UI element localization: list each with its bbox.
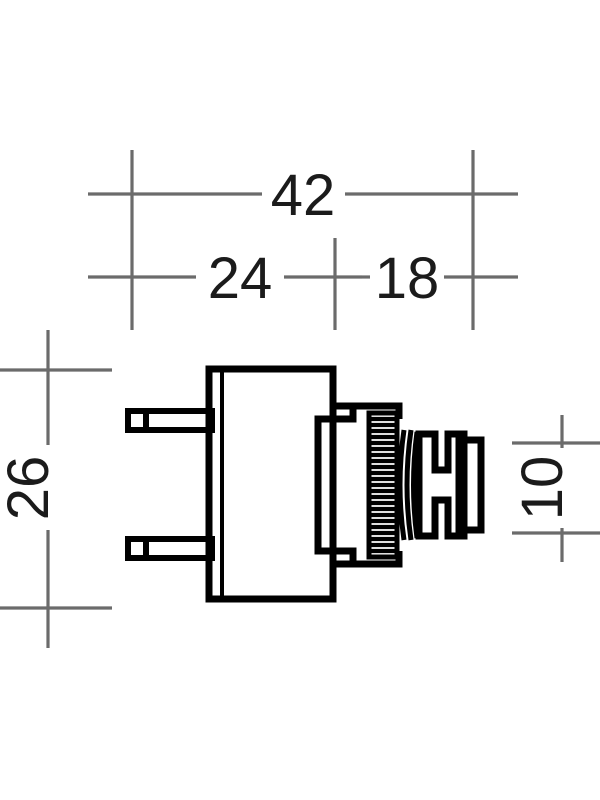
spring-washer-arc <box>404 429 414 541</box>
dimension-label-24: 24 <box>208 246 273 311</box>
knob-end-cap <box>455 436 485 534</box>
dimension-label-10: 10 <box>510 456 575 521</box>
dimension-label-26: 26 <box>0 456 61 521</box>
dimension-label-18: 18 <box>375 246 440 311</box>
component-geometry-group <box>125 365 403 603</box>
knob-cap-group <box>455 436 485 534</box>
upper-terminal-tab <box>125 408 215 433</box>
dimension-label-42: 42 <box>271 163 336 228</box>
plunger-shaft <box>415 430 468 540</box>
switch-body-outline <box>205 365 337 603</box>
lower-terminal-tab <box>125 536 215 561</box>
plunger-shaft-group <box>415 430 468 540</box>
dimension-line-group <box>0 150 600 648</box>
spring-washer-arc <box>397 429 407 541</box>
mounting-collar-profile <box>314 402 357 568</box>
thread-knurl-group <box>369 416 397 554</box>
